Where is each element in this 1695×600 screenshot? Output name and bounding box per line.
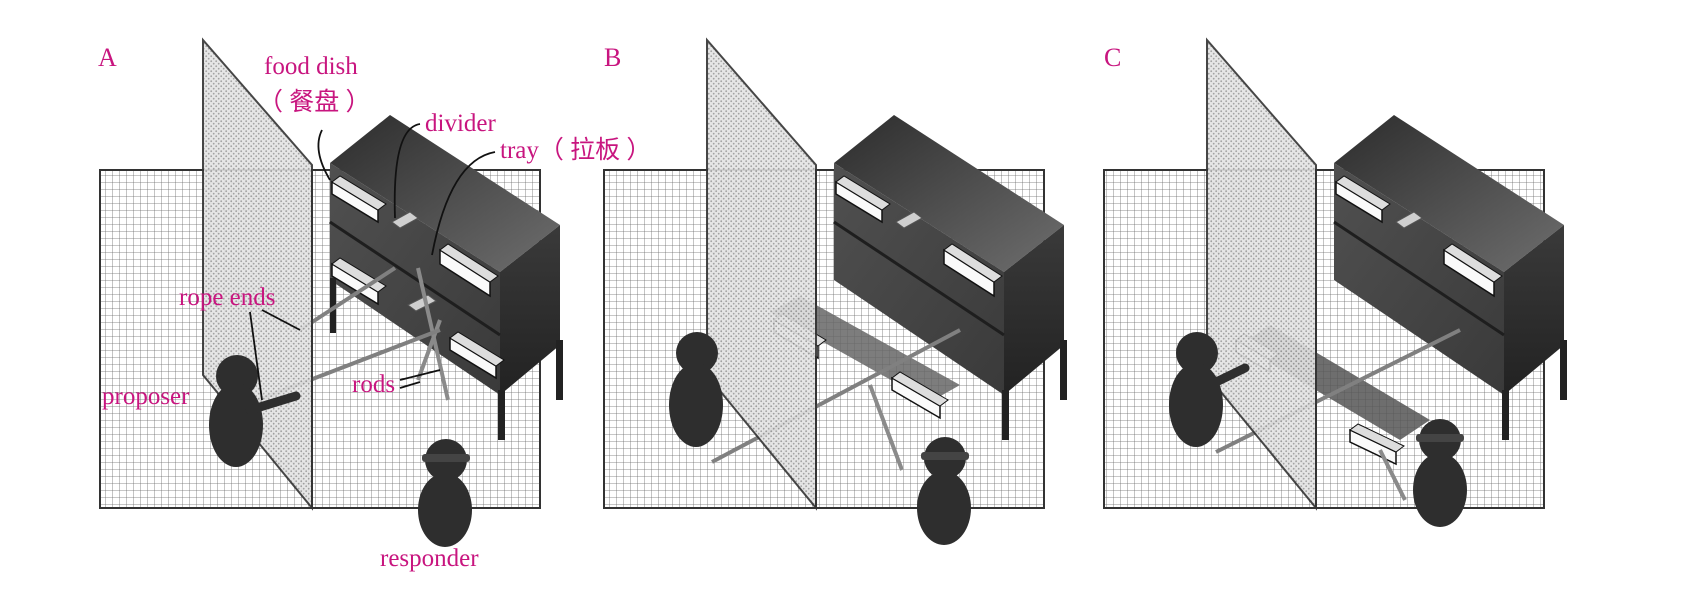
- cabinet-shelf: [833, 220, 1005, 337]
- responder-figure: [418, 439, 472, 547]
- label-food-dish: food dish: [264, 53, 358, 80]
- scene-b: [603, 37, 1067, 545]
- label-food-dish-cn: （ 餐盘 ）: [258, 88, 371, 116]
- panel-b: B: [603, 37, 1067, 545]
- proposer-figure: [669, 332, 723, 447]
- annotations: A food dish （ 餐盘 ） divider tray（ 拉板 ） ro…: [98, 43, 651, 572]
- cabinet-leg: [1560, 340, 1567, 400]
- rope: [298, 266, 397, 332]
- label-tray: tray（ 拉板 ）: [500, 136, 651, 164]
- label-proposer: proposer: [102, 383, 190, 410]
- food-dish: [835, 175, 891, 224]
- responder-figure: [1413, 419, 1467, 527]
- cabinet: [329, 115, 563, 440]
- proposer-figure: [1169, 332, 1250, 447]
- cabinet-leg: [330, 278, 336, 333]
- cabinet-top: [834, 115, 1064, 272]
- mesh-partition: [706, 37, 817, 511]
- scene-c: [1103, 37, 1567, 527]
- food-dish: [331, 175, 387, 224]
- panel-letter-a: A: [98, 43, 117, 72]
- food-dish: [1335, 175, 1391, 224]
- cabinet-leg: [1002, 390, 1009, 440]
- scene-a: [99, 37, 563, 547]
- panel-a: A food dish （ 餐盘 ） divider tray（ 拉板 ） ro…: [98, 37, 651, 572]
- cabinet-top: [1334, 115, 1564, 272]
- proposer-figure: [209, 355, 301, 467]
- leader-divider: [393, 123, 421, 219]
- leader-rod-2: [399, 381, 421, 389]
- panel-c: C: [1103, 37, 1567, 527]
- label-responder: responder: [380, 545, 479, 572]
- cabinet: [833, 115, 1067, 440]
- cabinet-side: [500, 225, 560, 395]
- leader-rope-end-2: [249, 311, 263, 401]
- food-dish: [439, 243, 499, 298]
- cabinet-side: [1004, 225, 1064, 395]
- cabinet-shelf: [329, 220, 501, 337]
- cabinet-leg: [498, 390, 505, 440]
- panel-letter-c: C: [1104, 43, 1121, 72]
- label-divider: divider: [425, 110, 496, 137]
- cabinet-leg: [1502, 390, 1509, 440]
- leader-food-dish: [317, 129, 331, 181]
- cabinet: [1333, 115, 1567, 440]
- food-dish: [943, 243, 1003, 298]
- rod: [868, 384, 904, 471]
- label-rods: rods: [352, 371, 395, 398]
- responder-figure: [917, 437, 971, 545]
- cabinet-shelf: [1333, 220, 1505, 337]
- leader-tray: [431, 151, 496, 256]
- divider: [407, 294, 437, 312]
- leader-rod-1: [399, 369, 441, 381]
- cabinet-leg: [556, 340, 563, 400]
- divider: [895, 211, 923, 229]
- divider: [1395, 211, 1423, 229]
- tray: [770, 296, 960, 402]
- rod: [1378, 449, 1407, 501]
- food-dish: [891, 371, 949, 420]
- panel-letter-b: B: [604, 43, 621, 72]
- rope: [711, 328, 961, 464]
- leader-rope-end-1: [261, 309, 301, 331]
- cabinet-top: [330, 115, 560, 272]
- food-dish: [1443, 243, 1503, 298]
- divider: [391, 211, 419, 229]
- food-dish: [449, 331, 505, 380]
- label-rope-ends: rope ends: [179, 284, 276, 311]
- cabinet-side: [1504, 225, 1564, 395]
- mesh-partition: [1206, 37, 1317, 511]
- cabinet-leg: [1060, 340, 1067, 400]
